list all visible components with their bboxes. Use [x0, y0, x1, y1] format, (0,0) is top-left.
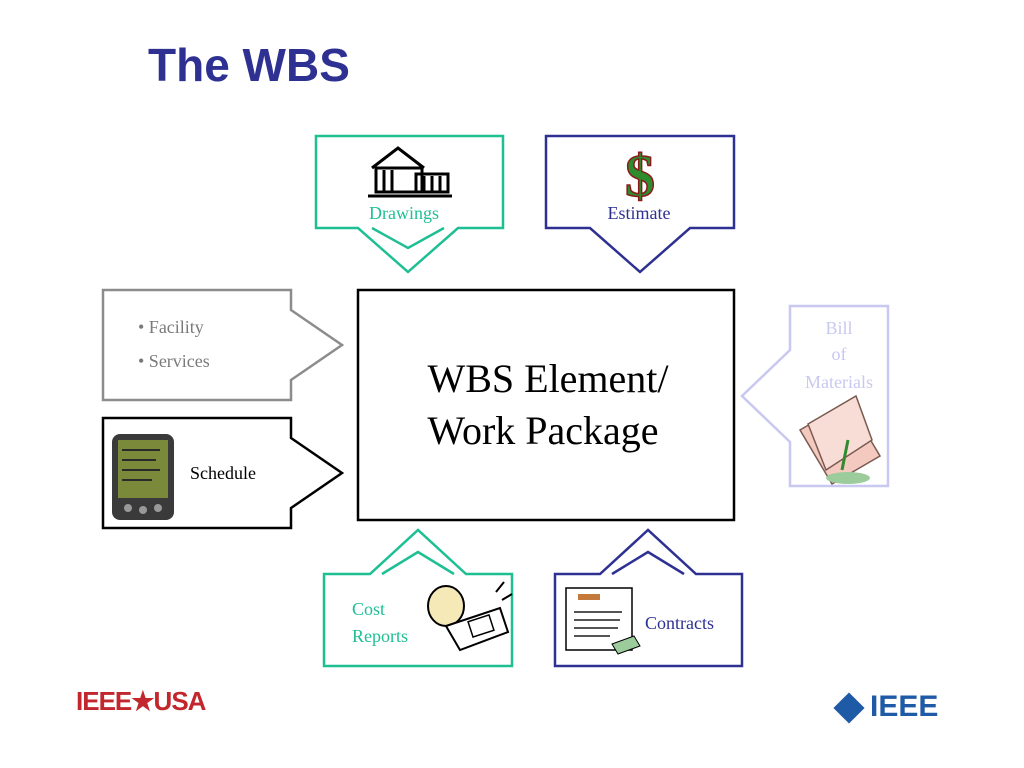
bill-label-2: of [832, 344, 847, 364]
drawings-label: Drawings [369, 203, 439, 223]
ieee-usa-logo: IEEE★USA [76, 686, 206, 716]
papers-icon [798, 394, 882, 486]
contracts-label: Contracts [645, 613, 714, 633]
estimate-input: $ Estimate [544, 134, 736, 274]
calculator-icon [427, 581, 513, 652]
estimate-label: Estimate [608, 203, 671, 223]
building-icon [368, 146, 452, 198]
cost-label-1: Cost [352, 599, 385, 619]
ieee-diamond-icon [833, 692, 865, 724]
center-line2: Work Package [427, 408, 658, 453]
contracts-input: Contracts [553, 528, 744, 668]
cost-reports-input: Cost Reports [322, 528, 514, 668]
center-line1: WBS Element/ [427, 356, 669, 401]
drawings-input: Drawings [314, 134, 505, 274]
cost-label-2: Reports [352, 626, 408, 646]
schedule-label: Schedule [190, 463, 256, 483]
ieee-logo-text: IEEE [870, 690, 939, 723]
dollar-icon: $ [625, 143, 655, 209]
facility-services-input: • Facility • Services [101, 288, 345, 402]
ieee-logo: IEEE [833, 690, 939, 724]
wbs-element-box: WBS Element/ Work Package [356, 288, 736, 522]
bill-label-1: Bill [825, 318, 852, 338]
pda-icon [112, 434, 174, 520]
bill-label-3: Materials [805, 372, 873, 392]
contract-document-icon [565, 587, 641, 655]
schedule-input: Schedule [101, 416, 345, 530]
slide-title: The WBS [148, 39, 350, 91]
facility-label: • Facility [138, 317, 204, 337]
bill-of-materials-input: Bill of Materials [740, 304, 890, 488]
services-label: • Services [138, 351, 210, 371]
